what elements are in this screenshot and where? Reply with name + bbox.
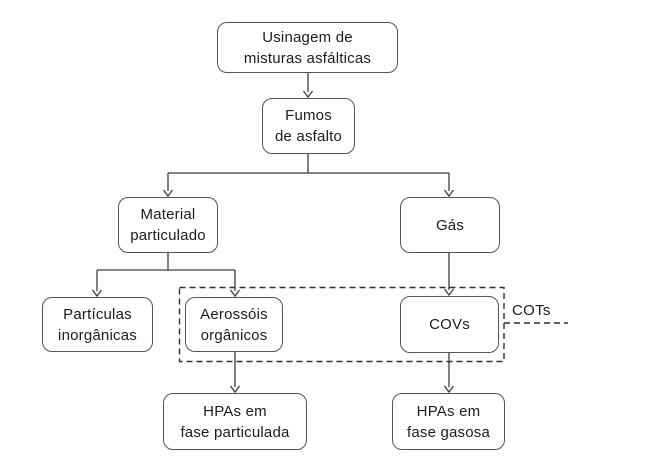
node-hpas-fase-gasosa: HPAs em fase gasosa <box>392 393 505 450</box>
node-label: HPAs em <box>416 402 481 420</box>
node-label: fase particulada <box>180 423 290 441</box>
node-label: Fumos <box>285 107 332 124</box>
node-usinagem: Usinagem de misturas asfálticas <box>217 22 398 73</box>
node-label: COVs <box>429 316 470 333</box>
arrowhead-gas <box>443 189 455 198</box>
edge-material-branch <box>96 253 236 291</box>
node-label: Usinagem de <box>262 28 353 46</box>
edge-fumos-branch <box>167 154 450 191</box>
node-covs: COVs <box>400 296 499 353</box>
node-label: orgânicos <box>200 326 268 344</box>
arrowhead-hpas-particulada <box>229 385 241 394</box>
node-fumos: Fumos de asfalto <box>262 98 355 154</box>
node-gas: Gás <box>400 197 500 253</box>
arrowhead-aerossois <box>229 289 241 298</box>
node-particulas-inorganicas: Partículas inorgânicas <box>42 297 153 352</box>
cots-group-label: COTs <box>512 302 551 319</box>
node-label: inorgânicas <box>58 326 137 344</box>
node-material-particulado: Material particulado <box>118 197 218 253</box>
node-label: Partículas <box>63 305 132 323</box>
arrowhead-hpas-gasosa <box>443 385 455 394</box>
node-label: Material <box>140 206 196 223</box>
node-label: HPAs em <box>203 402 267 420</box>
node-label: Gás <box>435 216 465 234</box>
cots-group-outline <box>178 286 505 363</box>
node-label: fase gasosa <box>406 423 491 441</box>
node-aerossois-organicos: Aerossóis orgânicos <box>185 297 283 352</box>
arrowhead-particulas <box>91 289 103 298</box>
arrowhead-material <box>162 189 174 198</box>
node-label: Aerossóis <box>200 305 268 323</box>
node-label: misturas asfálticas <box>243 49 372 67</box>
arrowhead-covs <box>443 288 455 297</box>
arrowhead-fumos <box>302 90 314 99</box>
node-hpas-fase-particulada: HPAs em fase particulada <box>163 393 307 450</box>
node-label: de asfalto <box>274 128 343 145</box>
node-label: particulado <box>130 227 206 244</box>
